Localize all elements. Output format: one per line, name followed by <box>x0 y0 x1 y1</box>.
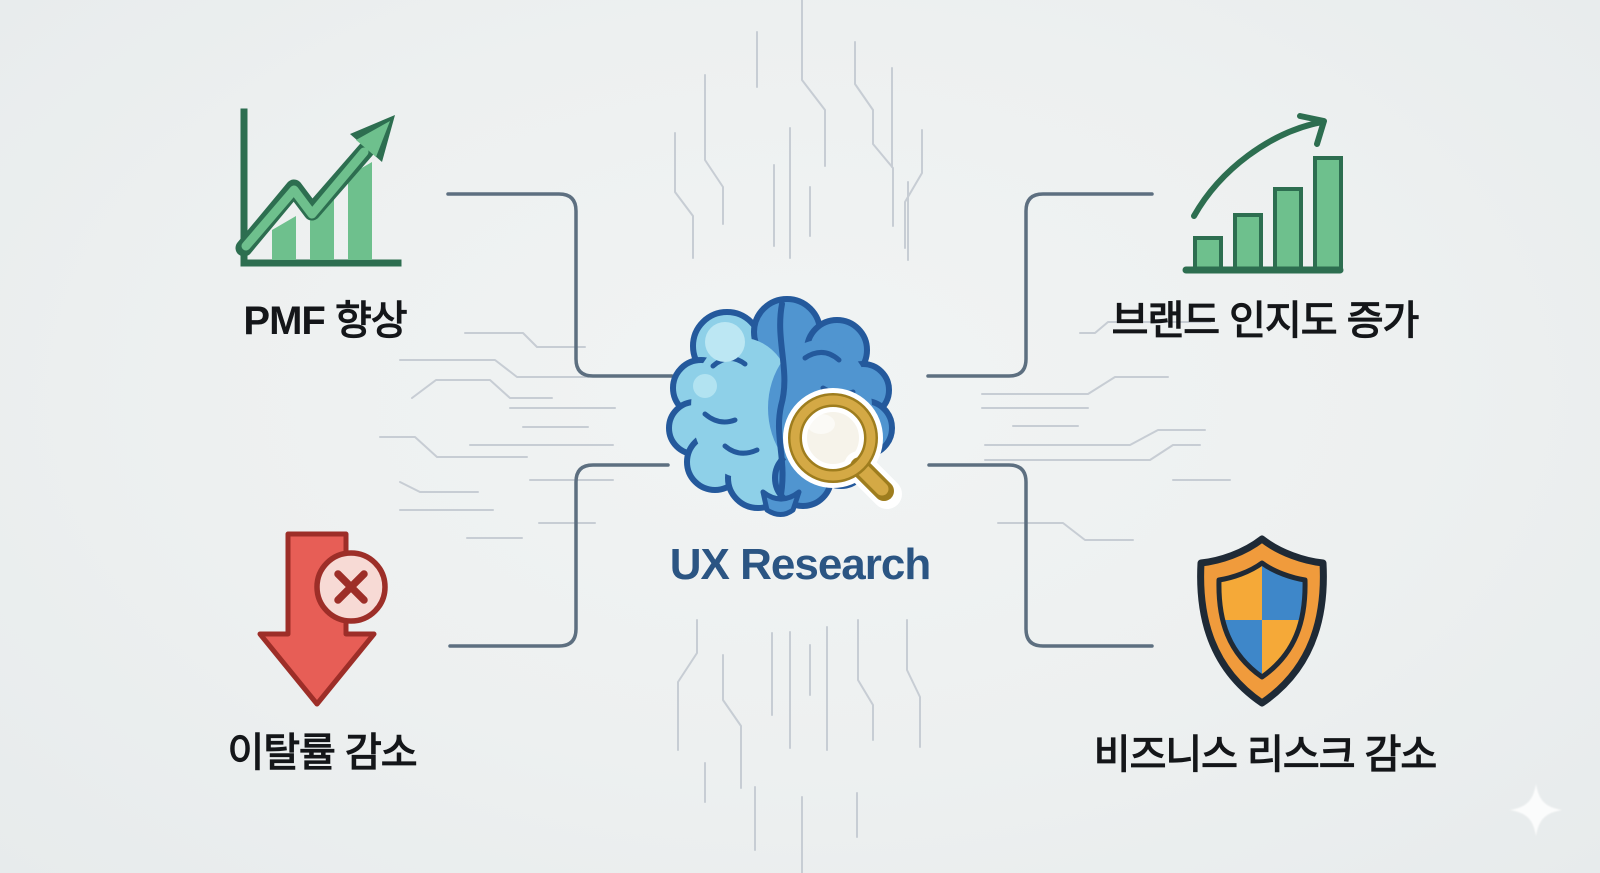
node-label-risk: 비즈니스 리스크 감소 <box>1093 733 1437 777</box>
sparkle-icon <box>1508 782 1564 838</box>
node-label-churn: 이탈률 감소 <box>227 731 417 775</box>
connector-top-left <box>446 192 674 378</box>
node-label-brand: 브랜드 인지도 증가 <box>1111 299 1420 343</box>
connector-bottom-left <box>448 463 670 648</box>
node-label-pmf: PMF 향상 <box>243 299 407 343</box>
shield-icon <box>1180 534 1344 710</box>
down-arrow-error-icon <box>250 528 390 714</box>
connector-bottom-right <box>927 463 1154 648</box>
center-label: UX Research <box>669 540 931 589</box>
growth-chart-icon <box>228 106 412 282</box>
brain-magnifier-icon <box>655 296 905 526</box>
connector-top-right <box>926 192 1154 378</box>
rising-bar-chart-icon <box>1180 110 1346 280</box>
